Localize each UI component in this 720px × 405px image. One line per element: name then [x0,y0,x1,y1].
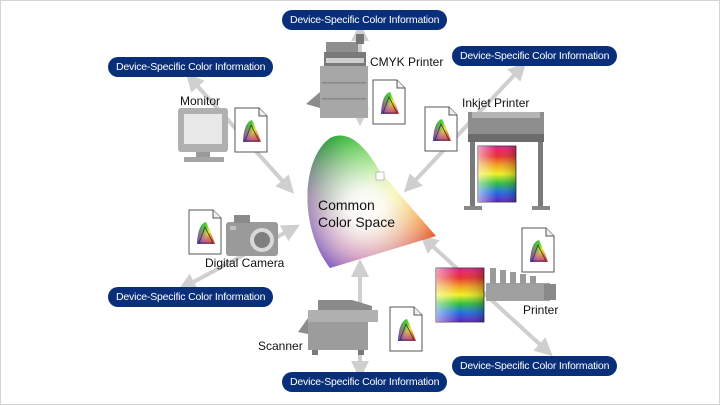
pill-monitor-color-info: Device-Specific Color Information [108,57,274,77]
cmyk-printer-icon [306,34,368,118]
pill-inkjet-color-info: Device-Specific Color Information [452,46,618,66]
label-cmyk-printer: CMYK Printer [370,55,444,69]
label-inkjet-printer: Inkjet Printer [462,96,530,110]
common-color-space-label: Common Color Space [318,197,418,231]
printer-profile-doc-icon [521,227,555,273]
pill-cmyk-color-info: Device-Specific Color Information [282,10,448,30]
pill-scanner-color-info: Device-Specific Color Information [282,372,448,392]
scanner-profile-doc-icon [389,306,423,352]
label-monitor: Monitor [180,94,221,108]
pill-printer-color-info: Device-Specific Color Information [452,356,618,376]
printer-icon [435,267,556,323]
monitor-profile-doc-icon [234,107,268,153]
camera-profile-doc-icon [188,209,222,255]
monitor-icon [178,108,228,162]
common-color-space-gamut [307,135,436,268]
cmyk-profile-doc-icon [372,79,406,125]
label-digital-camera: Digital Camera [205,256,285,270]
inkjet-printer-icon [464,112,550,210]
scanner-icon [298,300,378,355]
pill-camera-color-info: Device-Specific Color Information [108,287,274,307]
inkjet-profile-doc-icon [424,106,458,152]
label-scanner: Scanner [258,339,303,353]
arrow-inkjet [403,62,527,193]
center-line-1: Common [318,197,375,213]
center-line-2: Color Space [318,214,396,230]
digital-camera-icon [226,215,278,256]
label-printer: Printer [523,303,559,317]
